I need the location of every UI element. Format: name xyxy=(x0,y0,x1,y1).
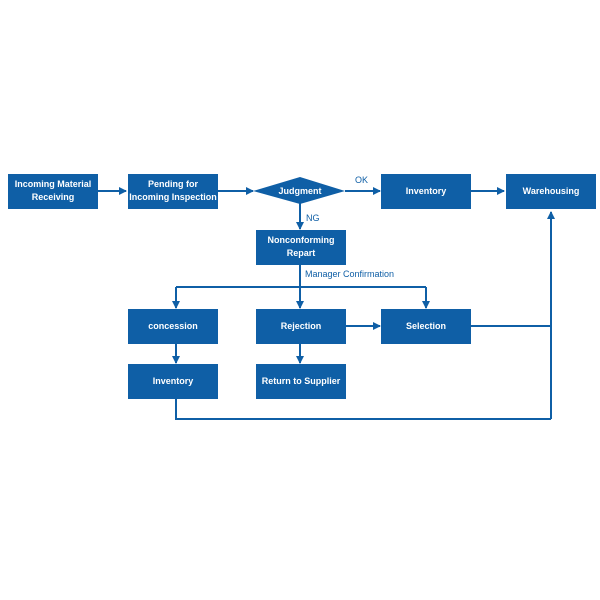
node-label-line: concession xyxy=(148,321,198,331)
node-label-line: Incoming Material xyxy=(15,179,92,189)
node-label-line: Inventory xyxy=(406,186,447,196)
edge-label-ng: NG xyxy=(306,213,320,223)
node-label-line: Pending for xyxy=(148,179,198,189)
node-label-line: Incoming Inspection xyxy=(129,192,217,202)
node-label-line: Receiving xyxy=(32,192,75,202)
node-return-to-supplier: Return to Supplier xyxy=(256,364,346,399)
node-label-line: Nonconforming xyxy=(268,235,335,245)
node-label-line: Judgment xyxy=(278,186,321,196)
node-rejection: Rejection xyxy=(256,309,346,344)
node-inventory-top: Inventory xyxy=(381,174,471,209)
edge-label-manager-confirmation: Manager Confirmation xyxy=(305,269,394,279)
node-label-line: Rejection xyxy=(281,321,322,331)
edges xyxy=(98,187,555,420)
edge-label-ok: OK xyxy=(355,175,368,185)
edge-inventory-bottom-route xyxy=(175,399,551,420)
node-label-line: Inventory xyxy=(153,376,194,386)
node-pending-for-incoming-inspection: Pending for Incoming Inspection xyxy=(128,174,218,209)
node-label-line: Return to Supplier xyxy=(262,376,341,386)
node-inventory-bottom: Inventory xyxy=(128,364,218,399)
node-nonconforming-report: Nonconforming Repart xyxy=(256,230,346,265)
node-concession: concession xyxy=(128,309,218,344)
node-incoming-material-receiving: Incoming Material Receiving xyxy=(8,174,98,209)
node-judgment: Judgment xyxy=(253,177,345,204)
node-label-line: Selection xyxy=(406,321,446,331)
node-label-line: Repart xyxy=(287,248,316,258)
node-warehousing: Warehousing xyxy=(506,174,596,209)
node-selection: Selection xyxy=(381,309,471,344)
node-label-line: Warehousing xyxy=(523,186,580,196)
